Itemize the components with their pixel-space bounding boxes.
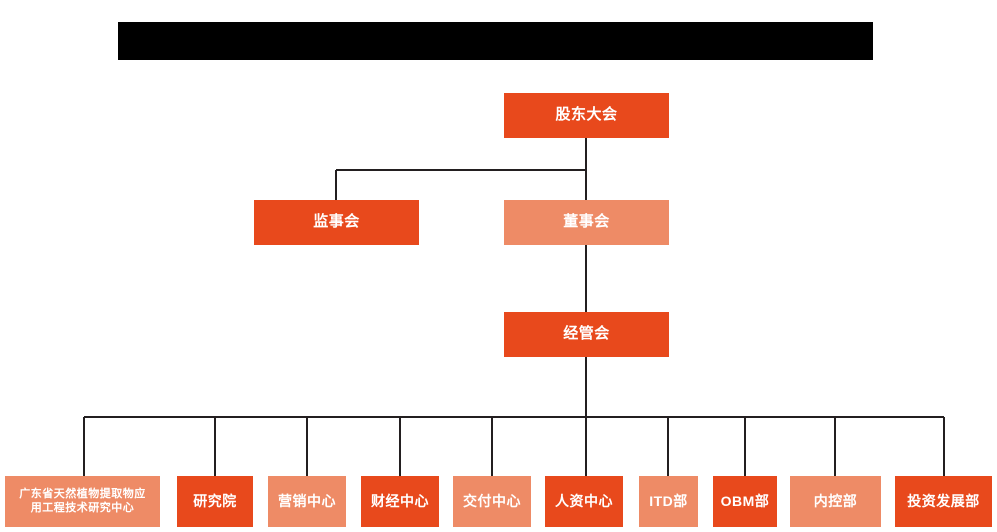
org-node-label-investment-development-department: 投资发展部	[907, 492, 980, 509]
org-node-label-guangdong-research-center: 广东省天然植物提取物应 用工程技术研究中心	[19, 487, 146, 514]
org-node-research-institute[interactable]: 研究院	[177, 476, 253, 527]
org-node-label-research-institute: 研究院	[193, 492, 237, 509]
org-node-management-committee[interactable]: 经管会	[504, 312, 669, 357]
org-node-label-finance-center: 财经中心	[371, 492, 429, 509]
org-node-marketing-center[interactable]: 营销中心	[268, 476, 346, 527]
org-node-itd-department[interactable]: ITD部	[639, 476, 698, 527]
org-node-finance-center[interactable]: 财经中心	[361, 476, 439, 527]
org-node-label-internal-control-department: 内控部	[813, 492, 858, 509]
org-node-label-delivery-center: 交付中心	[463, 492, 521, 509]
org-node-shareholders-meeting[interactable]: 股东大会	[504, 93, 669, 138]
org-node-internal-control-department[interactable]: 内控部	[790, 476, 881, 527]
org-node-board-of-supervisors[interactable]: 监事会	[254, 200, 419, 245]
org-node-label-marketing-center: 营销中心	[278, 492, 336, 509]
org-node-label-board-of-supervisors: 监事会	[313, 213, 360, 231]
org-node-label-hr-center: 人资中心	[555, 492, 613, 509]
org-node-label-obm-department: OBM部	[720, 492, 770, 509]
org-node-label-board-of-directors: 董事会	[563, 213, 610, 231]
org-node-board-of-directors[interactable]: 董事会	[504, 200, 669, 245]
org-node-label-management-committee: 经管会	[563, 325, 610, 343]
org-node-hr-center[interactable]: 人资中心	[545, 476, 623, 527]
org-node-investment-development-department[interactable]: 投资发展部	[895, 476, 992, 527]
org-node-guangdong-research-center[interactable]: 广东省天然植物提取物应 用工程技术研究中心	[5, 476, 160, 527]
org-node-delivery-center[interactable]: 交付中心	[453, 476, 531, 527]
org-node-label-shareholders-meeting: 股东大会	[555, 106, 618, 124]
org-node-label-itd-department: ITD部	[649, 492, 688, 509]
org-node-obm-department[interactable]: OBM部	[713, 476, 777, 527]
title-banner-redacted	[118, 22, 873, 60]
